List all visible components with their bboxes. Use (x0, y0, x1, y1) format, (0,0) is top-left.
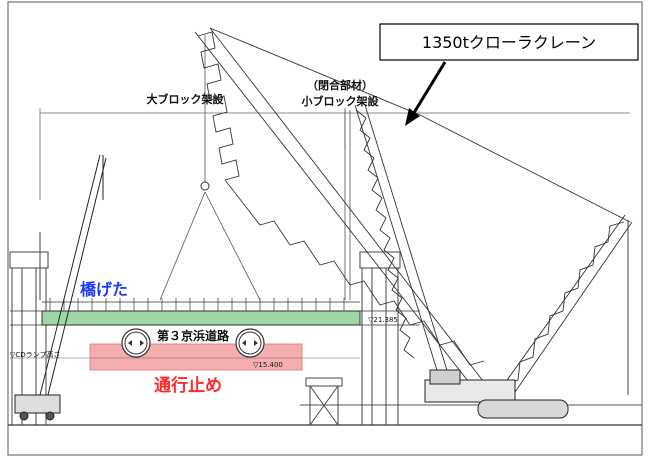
girder-railing (42, 298, 360, 311)
no-entry-sign-left (121, 328, 151, 358)
main-crane-boom (194, 27, 631, 391)
road-label: 第３京浜道路 (157, 328, 230, 343)
elevation-right-label: ▽21.385 (368, 316, 398, 324)
elevation-road-label: ▽15.400 (253, 361, 283, 369)
closure-label: 通行止め (154, 375, 222, 396)
right-pier (359, 251, 401, 425)
large-block-label: 大ブロック架設 (147, 92, 225, 106)
luffing-jib (499, 214, 633, 395)
dimension-line (39, 108, 630, 200)
crawler-base (424, 369, 569, 419)
hook-block-icon (200, 181, 210, 191)
bridge-girder (41, 310, 361, 326)
mobile-crane-left (14, 154, 107, 421)
closing-member-label: （閉合部材） (307, 78, 373, 92)
cd-ramp-label: ▽CDランプ高さ (10, 350, 60, 359)
no-entry-sign-right (235, 328, 265, 358)
support-tower (305, 377, 343, 426)
rigging-lines (159, 35, 351, 301)
small-block-label: 小ブロック架設 (301, 94, 380, 108)
drawing-frame (7, 1, 643, 456)
crane-mast (354, 104, 451, 381)
callout: 1350tクローラクレーン (379, 23, 639, 126)
girder-label: 橋げた (80, 280, 128, 299)
callout-text: 1350tクローラクレーン (422, 33, 596, 52)
